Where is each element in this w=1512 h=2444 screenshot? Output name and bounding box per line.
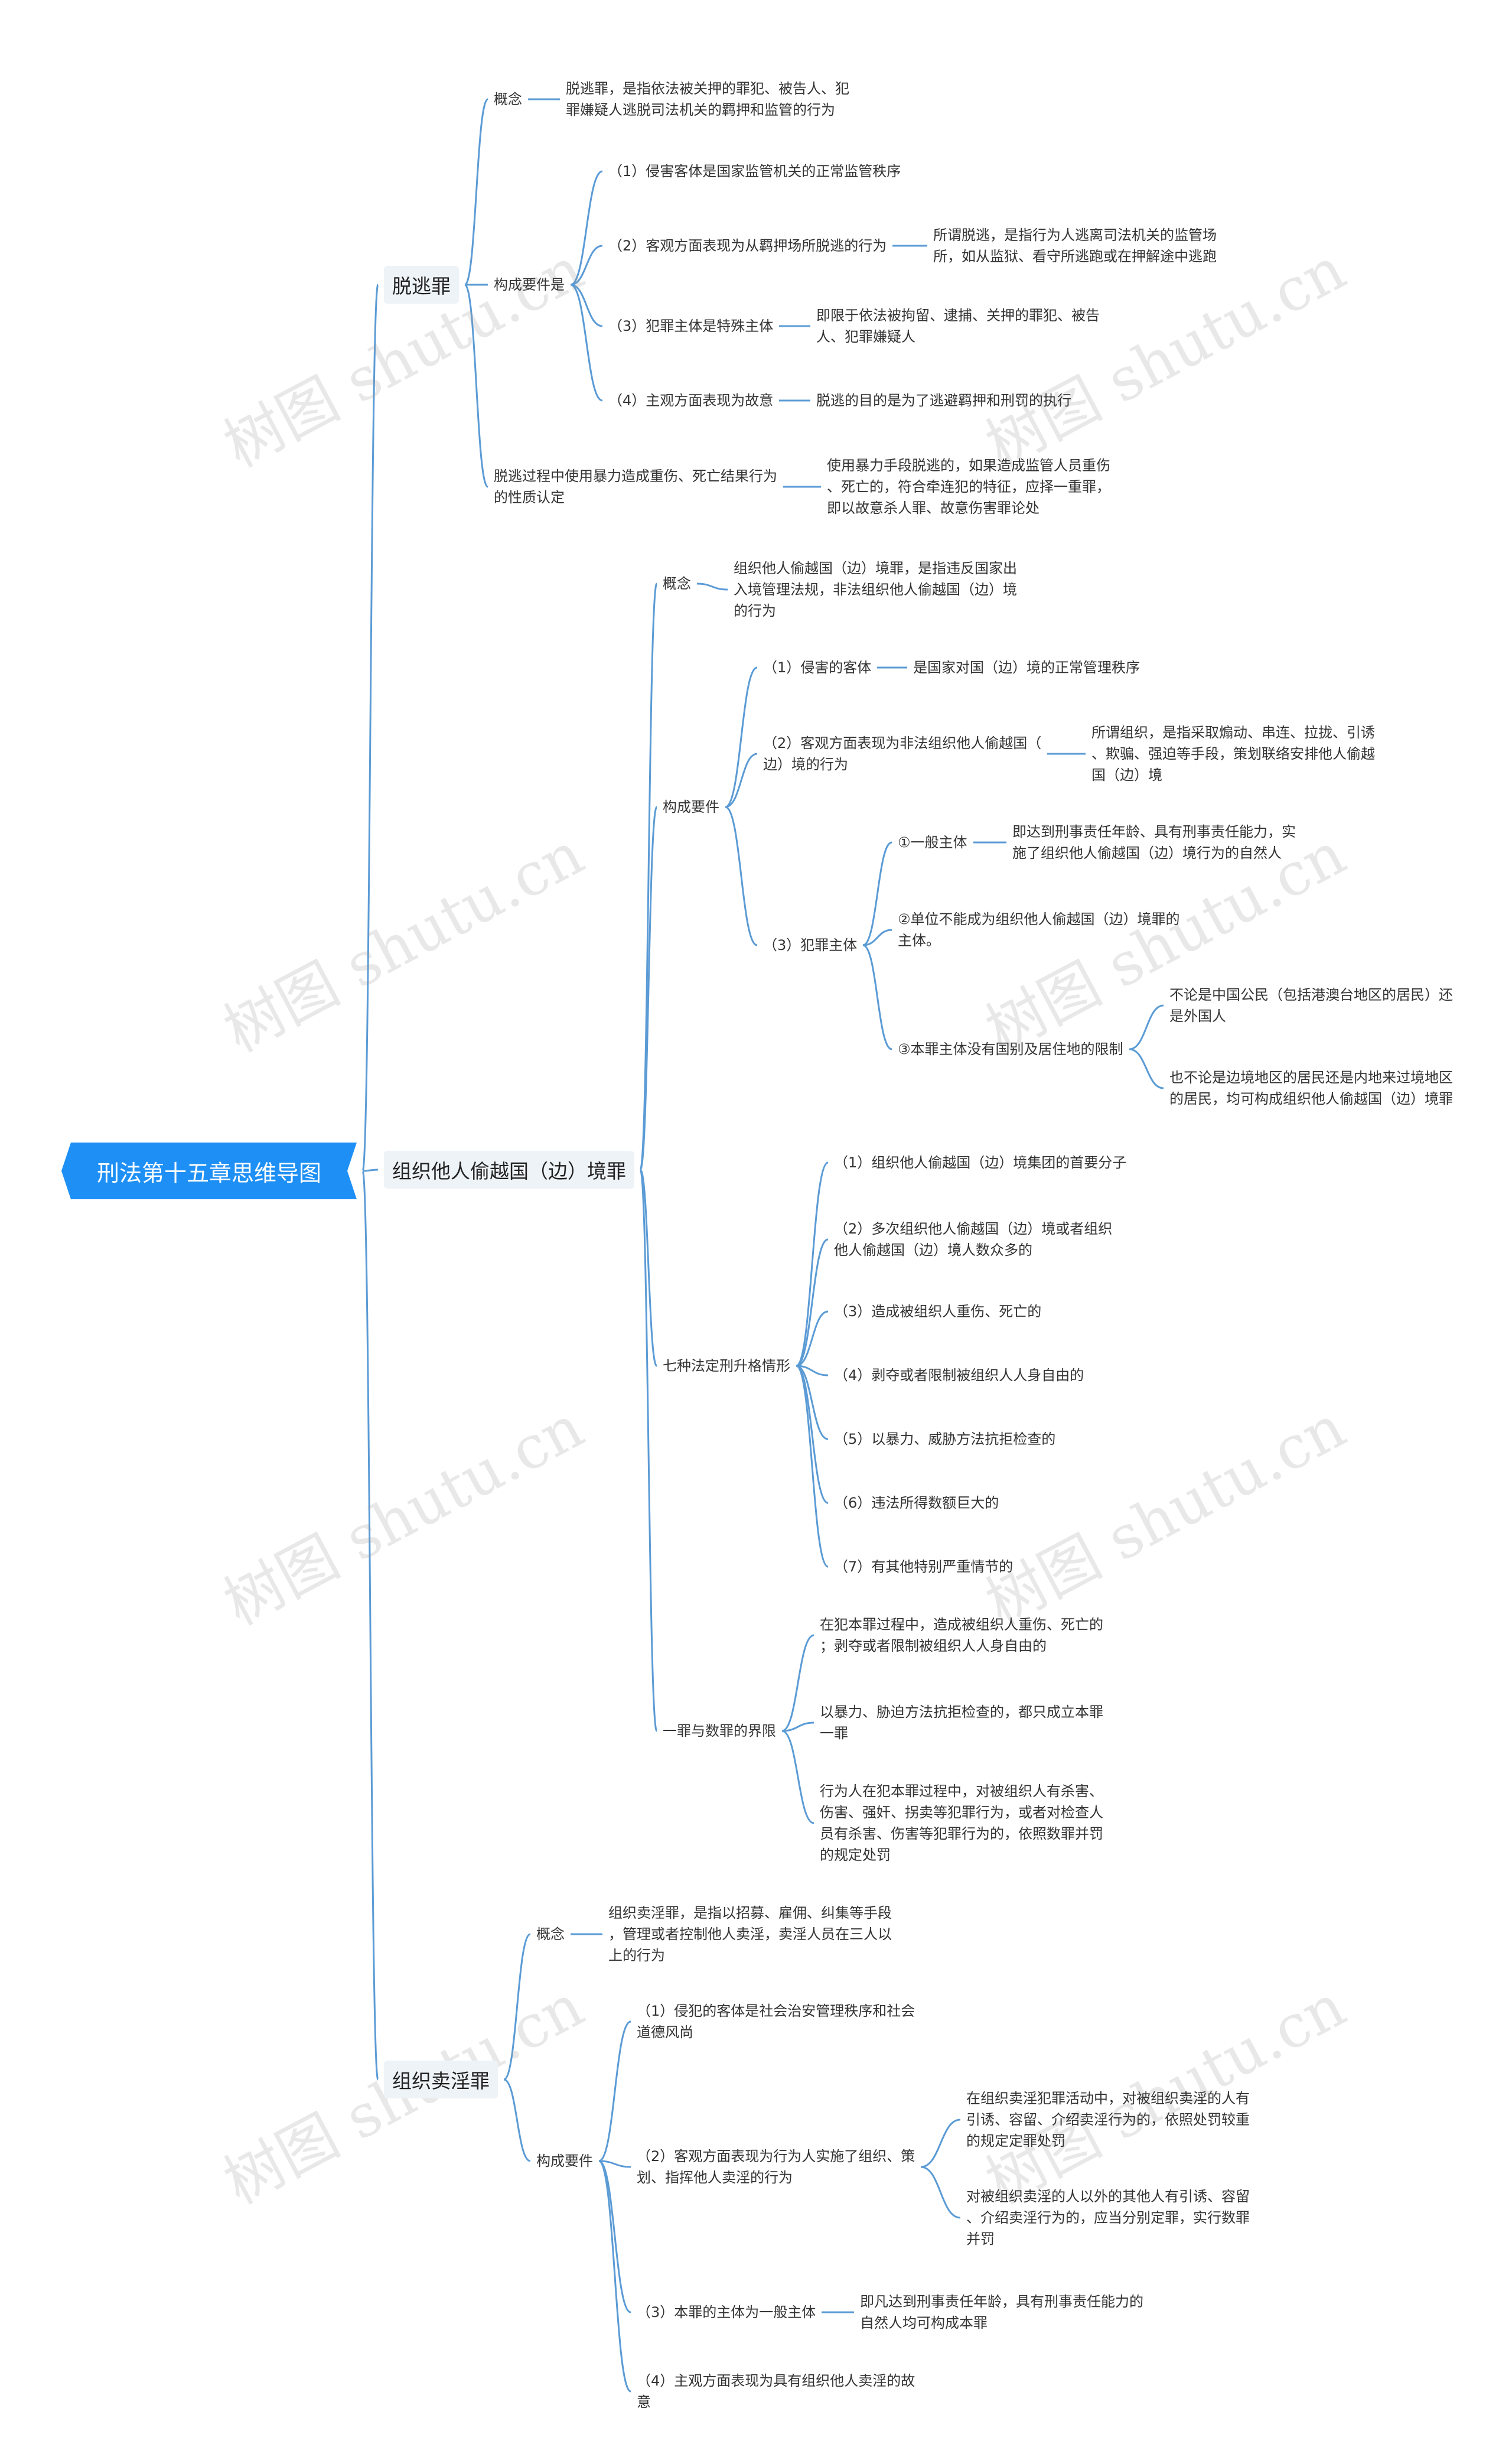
connector-cross-to-cr-seven xyxy=(639,1169,658,1367)
node-pros[interactable]: 组织卖淫罪 xyxy=(384,2061,498,2098)
connector-cr-seven-to-cr-7-4 xyxy=(796,1365,829,1376)
node-pr-e1[interactable]: （1）侵犯的客体是社会治安管理秩序和社会 道德风尚 xyxy=(637,2003,915,2041)
node-cr-7-1[interactable]: （1）组织他人偷越国（边）境集团的首要分子 xyxy=(834,1154,1127,1171)
node-cr-boundary[interactable]: 一罪与数罪的界限 xyxy=(663,1723,776,1739)
connector-cr-elements-to-cr-e1 xyxy=(725,666,758,808)
connector-cr-e3-to-cr-s3 xyxy=(862,944,892,1050)
node-pr-concept-text[interactable]: 组织卖淫罪，是指以招募、雇佣、纠集等手段 ，管理或者控制他人卖淫，卖淫人员在三人… xyxy=(608,1905,892,1964)
node-cross[interactable]: 组织他人偷越国（边）境罪 xyxy=(384,1151,634,1189)
connector-pr-elements-to-pr-e3 xyxy=(598,2160,631,2313)
node-cr-e3[interactable]: （3）犯罪主体 xyxy=(763,937,858,953)
node-cr-e2-note[interactable]: 所谓组织，是指采取煽动、串连、拉拢、引诱 、欺骗、强迫等手段，策划联络安排他人偷… xyxy=(1091,724,1375,783)
node-pr-concept[interactable]: 概念 xyxy=(536,1926,565,1942)
node-cr-s3-b[interactable]: 也不论是边境地区的居民还是内地来过境地区 的居民，均可构成组织他人偷越国（边）境… xyxy=(1169,1069,1453,1107)
connector-pr-e2-to-pr-e2-b xyxy=(920,2166,961,2219)
node-cr-7-7[interactable]: （7）有其他特别严重情节的 xyxy=(834,1558,1014,1575)
connector-pros-to-pr-elements xyxy=(503,2078,531,2162)
connector-cr-boundary-to-cr-b1 xyxy=(781,1634,814,1732)
node-cr-e1-note[interactable]: 是国家对国（边）境的正常管理秩序 xyxy=(913,659,1140,676)
root-node[interactable]: 刑法第十五章思维导图 xyxy=(61,1143,357,1199)
node-cr-b3[interactable]: 行为人在犯本罪过程中，对被组织人有杀害、 伤害、强奸、拐卖等犯罪行为，或者对检查… xyxy=(820,1783,1103,1863)
node-cr-concept-text[interactable]: 组织他人偷越国（边）境罪，是指违反国家出 入境管理法规，非法组织他人偷越国（边）… xyxy=(734,560,1017,619)
node-esc-e3[interactable]: （3）犯罪主体是特殊主体 xyxy=(608,318,774,334)
node-cr-s3[interactable]: ③本罪主体没有国别及居住地的限制 xyxy=(898,1041,1123,1057)
connector-cr-seven-to-cr-7-2 xyxy=(796,1238,829,1367)
connector-esc-elements-to-esc-e4 xyxy=(570,284,603,402)
node-esc-concept[interactable]: 概念 xyxy=(494,91,522,108)
node-cr-s1-note[interactable]: 即达到刑事责任年龄、具有刑事责任能力，实 施了组织他人偷越国（边）境行为的自然人 xyxy=(1012,824,1296,861)
node-cr-e1[interactable]: （1）侵害的客体 xyxy=(763,659,872,676)
node-cr-e2[interactable]: （2）客观方面表现为非法组织他人偷越国（ 边）境的行为 xyxy=(763,735,1042,773)
connector-esc-elements-to-esc-e2 xyxy=(570,245,603,286)
node-pr-e2-a[interactable]: 在组织卖淫犯罪活动中，对被组织卖淫的人有 引诱、容留、介绍卖淫行为的，依照处罚较… xyxy=(966,2090,1250,2149)
node-esc-elements[interactable]: 构成要件是 xyxy=(494,276,565,293)
node-cr-s3-a[interactable]: 不论是中国公民（包括港澳台地区的居民）还 是外国人 xyxy=(1169,987,1453,1024)
connector-pr-elements-to-pr-e4 xyxy=(598,2160,631,2393)
watermark: 树图 shutu.cn xyxy=(213,819,595,1066)
connector-cross-to-cr-boundary xyxy=(639,1169,658,1732)
node-esc-e2[interactable]: （2）客观方面表现为从羁押场所脱逃的行为 xyxy=(608,237,887,254)
connector-esc-elements-to-esc-e3 xyxy=(570,284,603,327)
node-esc-concept-text[interactable]: 脱逃罪，是指依法被关押的罪犯、被告人、犯 罪嫌疑人逃脱司法机关的羁押和监管的行为 xyxy=(566,80,849,118)
connector-cr-concept-to-cr-concept-text xyxy=(696,582,728,591)
node-escape[interactable]: 脱逃罪 xyxy=(384,266,459,304)
node-cr-7-5[interactable]: （5）以暴力、威胁方法抗拒检查的 xyxy=(834,1431,1056,1447)
connector-cross-to-cr-concept xyxy=(639,582,658,1171)
connector-cross-to-cr-elements xyxy=(639,806,658,1171)
connector-cr-boundary-to-cr-b3 xyxy=(781,1730,814,1824)
connector-escape-to-esc-violence xyxy=(464,284,489,488)
watermark: 树图 shutu.cn xyxy=(213,234,595,481)
node-cr-s1[interactable]: ①一般主体 xyxy=(898,834,967,851)
connector-cr-seven-to-cr-7-1 xyxy=(796,1161,829,1367)
node-esc-e4[interactable]: （4）主观方面表现为故意 xyxy=(608,392,774,409)
node-pr-e2-b[interactable]: 对被组织卖淫的人以外的其他人有引诱、容留 、介绍卖淫行为的，应当分别定罪，实行数… xyxy=(966,2188,1250,2247)
node-cr-b1[interactable]: 在犯本罪过程中，造成被组织人重伤、死亡的 ；剥夺或者限制被组织人人身自由的 xyxy=(820,1616,1103,1654)
connector-escape-to-esc-concept xyxy=(464,98,489,286)
node-cr-elements[interactable]: 构成要件 xyxy=(663,799,719,815)
connector-esc-elements-to-esc-e1 xyxy=(570,170,603,286)
connector-cr-s3-to-cr-s3-b xyxy=(1129,1048,1164,1089)
node-pr-e3[interactable]: （3）本罪的主体为一般主体 xyxy=(637,2304,816,2321)
node-esc-violence-note[interactable]: 使用暴力手段脱逃的，如果造成监管人员重伤 、死亡的，符合牵连犯的特征，应择一重罪… xyxy=(827,457,1110,516)
connector-cr-elements-to-cr-e2 xyxy=(725,753,758,808)
node-cr-seven[interactable]: 七种法定刑升格情形 xyxy=(663,1358,790,1374)
node-pr-e4[interactable]: （4）主观方面表现为具有组织他人卖淫的故 意 xyxy=(637,2373,915,2410)
node-cr-concept[interactable]: 概念 xyxy=(663,575,691,592)
connector-root-to-pros xyxy=(361,1170,379,2081)
watermark: 树图 shutu.cn xyxy=(213,1392,595,1639)
connector-cr-elements-to-cr-e3 xyxy=(725,806,758,946)
node-pr-elements[interactable]: 构成要件 xyxy=(536,2153,593,2169)
watermark: 树图 shutu.cn xyxy=(975,1392,1357,1639)
connector-cr-boundary-to-cr-b2 xyxy=(781,1721,814,1732)
node-cr-7-2[interactable]: （2）多次组织他人偷越国（边）境或者组织 他人偷越国（边）境人数众多的 xyxy=(834,1221,1113,1258)
connector-pr-elements-to-pr-e1 xyxy=(598,2020,631,2162)
connector-pr-elements-to-pr-e2 xyxy=(598,2160,631,2168)
node-cr-7-3[interactable]: （3）造成被组织人重伤、死亡的 xyxy=(834,1303,1042,1320)
connector-cr-seven-to-cr-7-5 xyxy=(796,1365,829,1440)
node-esc-e3-note[interactable]: 即限于依法被拘留、逮捕、关押的罪犯、被告 人、犯罪嫌疑人 xyxy=(816,307,1100,345)
connector-cr-e3-to-cr-s1 xyxy=(862,841,892,946)
node-cr-s2[interactable]: ②单位不能成为组织他人偷越国（边）境罪的 主体。 xyxy=(898,911,1180,949)
connector-root-to-cross xyxy=(362,1169,379,1172)
connector-pr-e2-to-pr-e2-a xyxy=(920,2118,961,2168)
node-pr-e2[interactable]: （2）客观方面表现为行为人实施了组织、策 划、指挥他人卖淫的行为 xyxy=(637,2148,915,2186)
connector-cr-seven-to-cr-7-7 xyxy=(796,1365,829,1568)
node-esc-e1[interactable]: （1）侵害客体是国家监管机关的正常监管秩序 xyxy=(608,163,901,180)
connector-pros-to-pr-concept xyxy=(503,1933,531,2081)
connector-cr-s3-to-cr-s3-a xyxy=(1129,1004,1164,1050)
node-cr-7-6[interactable]: （6）违法所得数额巨大的 xyxy=(834,1495,999,1511)
node-cr-7-4[interactable]: （4）剥夺或者限制被组织人人身自由的 xyxy=(834,1367,1084,1384)
connector-root-to-escape xyxy=(361,284,379,1172)
connector-cr-seven-to-cr-7-6 xyxy=(796,1365,829,1504)
node-pr-e3-note[interactable]: 即凡达到刑事责任年龄，具有刑事责任能力的 自然人均可构成本罪 xyxy=(860,2293,1143,2331)
connector-cr-seven-to-cr-7-3 xyxy=(796,1310,829,1367)
node-cr-b2[interactable]: 以暴力、胁迫方法抗拒检查的，都只成立本罪 一罪 xyxy=(820,1704,1103,1742)
node-esc-violence[interactable]: 脱逃过程中使用暴力造成重伤、死亡结果行为 的性质认定 xyxy=(494,468,777,506)
node-esc-e4-note[interactable]: 脱逃的目的是为了逃避羁押和刑罚的执行 xyxy=(816,392,1071,409)
connector-cr-e3-to-cr-s2 xyxy=(862,929,892,946)
node-esc-e2-note[interactable]: 所谓脱逃，是指行为人逃离司法机关的监管场 所，如从监狱、看守所逃跑或在押解途中逃… xyxy=(933,227,1217,265)
